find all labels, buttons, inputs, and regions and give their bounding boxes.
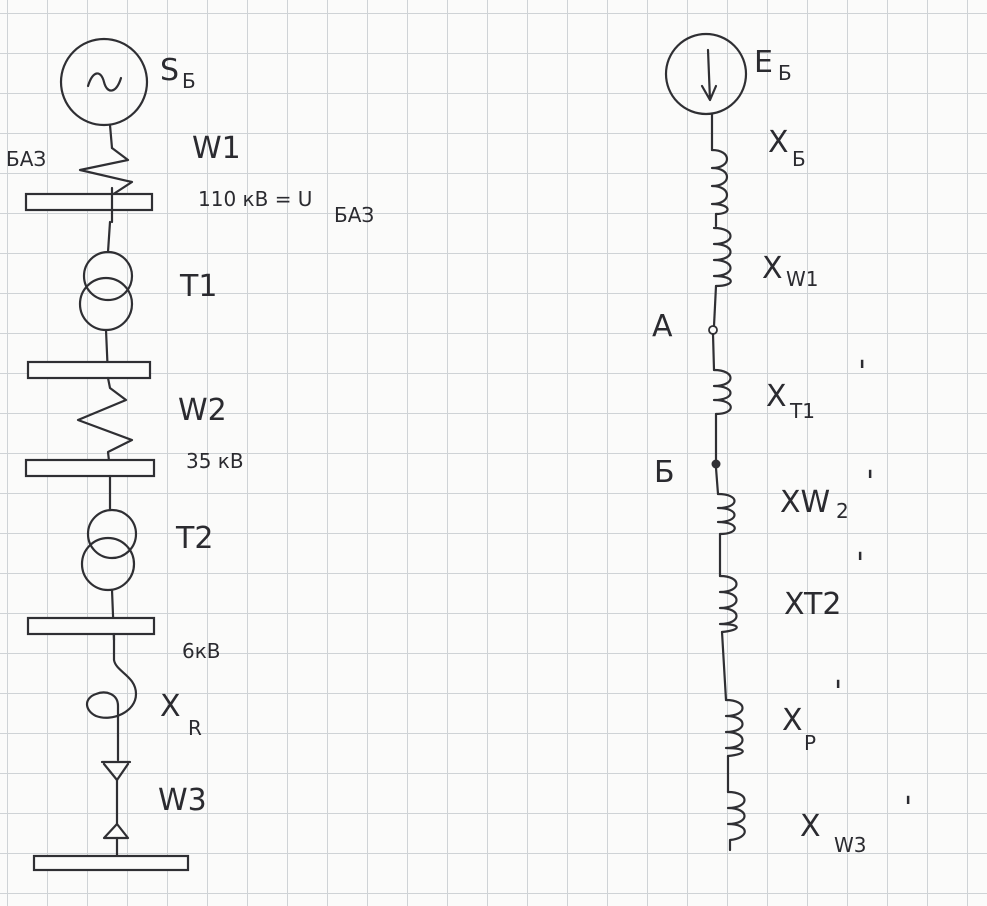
wire-xt2-xp [720, 630, 728, 702]
x-p-label-sub: P [804, 731, 816, 755]
x-p-prime: ' [834, 675, 842, 710]
w1-label: W1 [192, 131, 241, 166]
voltage-6-label: 6кВ [182, 639, 221, 663]
source-label: S [160, 53, 179, 88]
inductor-x-b [710, 148, 729, 216]
x-t2-prime: ' [856, 547, 864, 582]
inductor-x-p [724, 698, 744, 758]
x-w2-label-sub: 2 [836, 499, 849, 523]
x-w1-label-sub: W1 [786, 267, 819, 291]
x-p-label: X [782, 703, 803, 738]
inductor-x-t1 [712, 368, 732, 416]
wire-bus110-t1 [106, 220, 112, 254]
x-w3-label: X [800, 809, 821, 844]
x-w2-label: XW [780, 485, 830, 520]
bus-110kv [24, 192, 154, 212]
cable-end-bottom [102, 822, 130, 840]
inductor-x-w1 [712, 226, 732, 288]
t2-label: T2 [175, 521, 213, 556]
voltage-110-sub: БАЗ [334, 203, 374, 227]
x-b-label: X [768, 125, 789, 160]
node-b-dot [711, 459, 721, 469]
cable-end-top [100, 760, 132, 782]
source-generator [59, 37, 149, 127]
inductor-x-w2 [716, 492, 736, 536]
node-a-dot [708, 325, 718, 335]
x-b-label-sub: Б [792, 147, 806, 171]
emf-source [664, 32, 748, 116]
x-t1-label-sub: T1 [789, 399, 815, 423]
x-w2-prime: ' [866, 465, 874, 500]
emf-label: E [754, 45, 773, 80]
source-label-sub: Б [182, 69, 196, 93]
bus-ref-label: БАЗ [6, 147, 46, 171]
w2-label: W2 [178, 393, 227, 428]
bus-35kv [24, 458, 156, 478]
x-t1-label: X [766, 379, 787, 414]
inductor-x-t2 [718, 574, 738, 634]
voltage-35-label: 35 кВ [186, 449, 244, 473]
wire-xw1-node-a [712, 284, 718, 328]
x-t2-label: XT2 [784, 587, 841, 622]
transformer-t1 [78, 250, 134, 332]
x-w1-label: X [762, 251, 783, 286]
wire-source-w1 [108, 123, 114, 150]
transformer-t2 [80, 508, 138, 592]
voltage-110-label: 110 кВ = U [198, 187, 312, 211]
wire-node-b-xw2 [714, 466, 720, 496]
node-a-label: A [652, 309, 673, 344]
x-w3-label-sub: W3 [834, 833, 867, 857]
reactor-label: X [160, 689, 181, 724]
node-b-label: Б [654, 455, 675, 490]
line-w1-zigzag [78, 146, 134, 197]
line-w2-zigzag [76, 376, 134, 472]
wire-node-a-xt1 [711, 332, 716, 372]
bus-6kv [26, 616, 156, 636]
reactor-label-sub: R [188, 716, 202, 740]
inductor-x-w3 [726, 790, 746, 852]
reactor-symbol [85, 632, 138, 738]
x-t1-prime: ' [858, 355, 866, 390]
emf-label-sub: Б [778, 61, 792, 85]
bus-intermediate [26, 360, 152, 380]
w3-label: W3 [158, 783, 207, 818]
bus-load [32, 854, 190, 872]
t1-label: T1 [179, 269, 217, 304]
x-w3-prime: ' [904, 791, 912, 826]
